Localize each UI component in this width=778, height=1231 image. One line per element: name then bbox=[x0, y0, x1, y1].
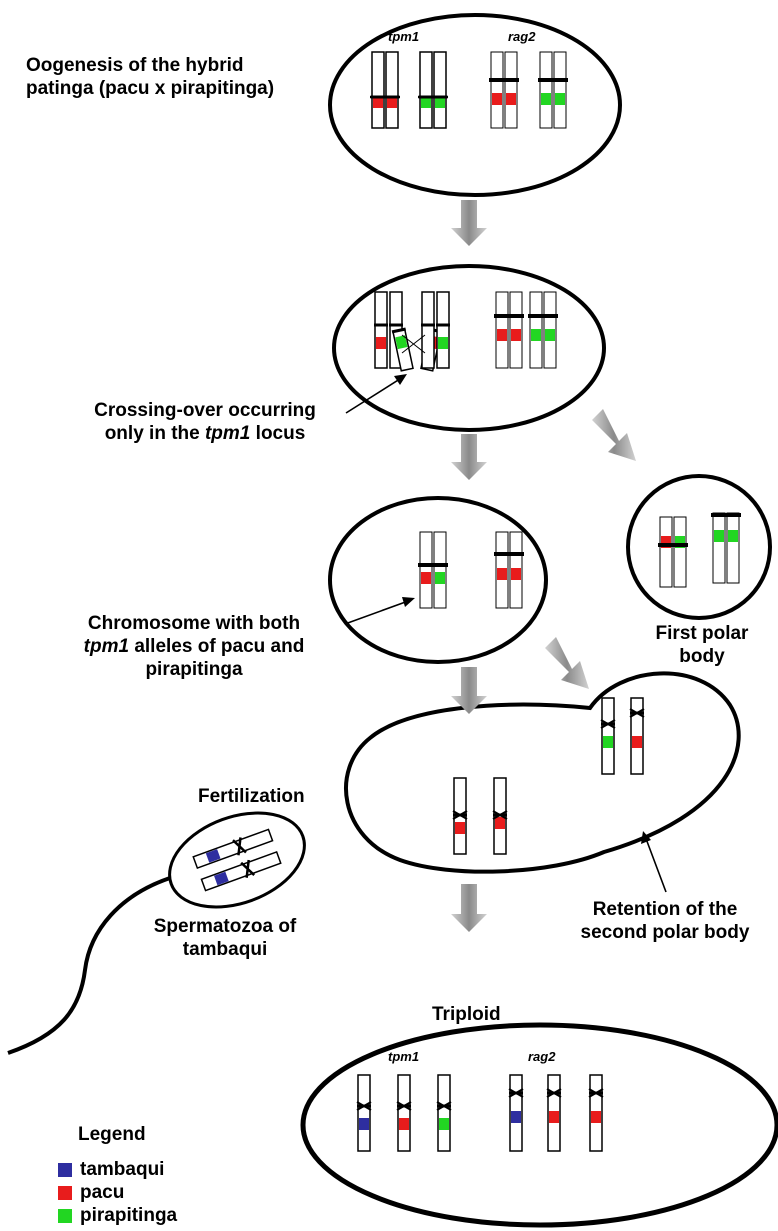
fpb-rag2-right bbox=[726, 512, 740, 584]
top-rag2-pacu-left bbox=[490, 51, 504, 129]
fpb-tpm1-left bbox=[659, 516, 673, 588]
so-rag2-left bbox=[495, 531, 509, 609]
legend-label-tambaqui: tambaqui bbox=[80, 1159, 165, 1180]
spermatozoa-tail bbox=[7, 876, 171, 1055]
trip-tpm1-pacu-centromere bbox=[396, 1101, 412, 1111]
fertilization-cell bbox=[344, 671, 741, 874]
trip-tpm1-tambaqui-centromere bbox=[356, 1101, 372, 1111]
so-tpm1-right bbox=[433, 531, 447, 609]
legend-swatch-pirapitinga bbox=[58, 1209, 72, 1223]
arrow-down-2 bbox=[451, 434, 487, 480]
co-rag2-pirapitinga-left bbox=[529, 291, 543, 369]
first-polar-body bbox=[626, 474, 772, 620]
top-tpm1-pacu-left bbox=[371, 51, 385, 129]
trip-rag2-pacu-2-centromere bbox=[588, 1088, 604, 1098]
co-tpm1-d bbox=[436, 291, 450, 369]
top-tpm1-pirapitinga-right bbox=[433, 51, 447, 129]
trip-rag2-tambaqui-centromere bbox=[508, 1088, 524, 1098]
gray-arrows bbox=[451, 200, 636, 932]
gene-label-rag2-top: rag2 bbox=[508, 29, 536, 44]
spb-tpm1-pirapitinga-centromere bbox=[600, 719, 616, 729]
trip-rag2-pacu-centromere bbox=[546, 1088, 562, 1098]
fpb-tpm1-right bbox=[673, 516, 687, 588]
legend-title: Legend bbox=[78, 1124, 146, 1145]
co-tpm1-b-lower bbox=[391, 327, 414, 372]
triploid-label: Triploid bbox=[432, 1004, 501, 1025]
first-polar-body-label: First polar body bbox=[655, 623, 749, 667]
trip-rag2-pacu bbox=[547, 1074, 561, 1152]
spb-rag2-pacu bbox=[630, 697, 644, 775]
arrow-down-1 bbox=[451, 200, 487, 246]
co-rag2-pacu-right bbox=[509, 291, 523, 369]
top-rag2-pirapitinga-right bbox=[553, 51, 567, 129]
legend-swatch-pacu bbox=[58, 1186, 72, 1200]
spb-rag2-pacu-centromere bbox=[629, 708, 645, 718]
crossing-over-mark bbox=[401, 334, 426, 354]
pointer-arrows bbox=[344, 374, 667, 893]
oogenesis-label: Oogenesis of the hybrid patinga (pacu x … bbox=[26, 55, 275, 99]
top-tpm1-pacu-right bbox=[385, 51, 399, 129]
fertilization-label: Fertilization bbox=[198, 786, 305, 807]
trip-rag2-pacu-2 bbox=[589, 1074, 603, 1152]
top-rag2-pacu-right bbox=[504, 51, 518, 129]
so-rag2-right bbox=[509, 531, 523, 609]
sperm-chromosome-2 bbox=[200, 850, 282, 892]
trip-tpm1-pacu bbox=[397, 1074, 411, 1152]
co-tpm1-c-upper bbox=[421, 291, 435, 369]
co-tpm1-a bbox=[374, 291, 388, 369]
retention-second-polar-label: Retention of the second polar body bbox=[580, 899, 750, 943]
triploid-cell bbox=[300, 1022, 778, 1228]
trip-rag2-tambaqui bbox=[509, 1074, 523, 1152]
chromosome-both-alleles-label: Chromosome with both tpm1 alleles of pac… bbox=[83, 613, 305, 680]
arrow-down-4 bbox=[451, 884, 487, 932]
gene-label-tpm1-top: tpm1 bbox=[388, 29, 420, 44]
legend-label-pacu: pacu bbox=[80, 1182, 125, 1203]
top-tpm1-pirapitinga-left bbox=[419, 51, 433, 129]
arrow-to-second-polar bbox=[545, 637, 589, 689]
sperm-chromosomes bbox=[192, 828, 282, 892]
fert-rag2-pacu bbox=[493, 777, 507, 855]
chromosomes bbox=[192, 51, 741, 1152]
gene-label-tpm1-bottom: tpm1 bbox=[388, 1049, 420, 1064]
spb-tpm1-pirapitinga bbox=[601, 697, 615, 775]
top-rag2-pirapitinga-left bbox=[539, 51, 553, 129]
trip-tpm1-tambaqui bbox=[357, 1074, 371, 1152]
spermatozoa-label: Spermatozoa of tambaqui bbox=[153, 916, 297, 960]
arrow-down-3 bbox=[451, 667, 487, 714]
fert-tpm1-pacu-centromere bbox=[452, 810, 468, 820]
so-tpm1-left bbox=[419, 531, 433, 609]
co-rag2-pacu-left bbox=[495, 291, 509, 369]
fpb-rag2-left bbox=[712, 512, 726, 584]
legend-label-pirapitinga: pirapitinga bbox=[80, 1205, 178, 1226]
fert-rag2-pacu-centromere bbox=[492, 810, 508, 820]
spermatozoa-head bbox=[168, 811, 306, 909]
sperm-chromosome-1 bbox=[192, 828, 274, 870]
arrow-to-first-polar bbox=[592, 409, 636, 461]
crossing-over-label: Crossing-over occurring only in the tpm1… bbox=[94, 400, 316, 444]
gene-label-rag2-bottom: rag2 bbox=[528, 1049, 556, 1064]
legend-swatch-tambaqui bbox=[58, 1163, 72, 1177]
trip-tpm1-pirapitinga-centromere bbox=[436, 1101, 452, 1111]
co-rag2-pirapitinga-right bbox=[543, 291, 557, 369]
trip-tpm1-pirapitinga bbox=[437, 1074, 451, 1152]
